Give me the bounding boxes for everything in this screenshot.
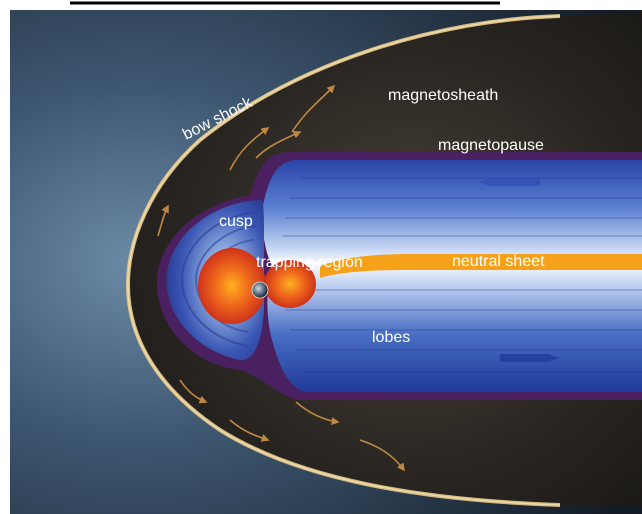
earth-icon [252, 282, 268, 298]
label-lobes: lobes [372, 329, 410, 346]
label-cusp: cusp [219, 213, 253, 230]
label-magnetopause: magnetopause [438, 137, 544, 154]
label-neutral-sheet: neutral sheet [452, 253, 545, 270]
tail-flow-arrow-upper [478, 178, 540, 186]
upper-lobe [262, 160, 642, 265]
label-trapping-region: trapping region [256, 254, 363, 271]
label-magnetosheath: magnetosheath [388, 87, 498, 104]
tail-flow-arrow-lower [500, 354, 560, 362]
